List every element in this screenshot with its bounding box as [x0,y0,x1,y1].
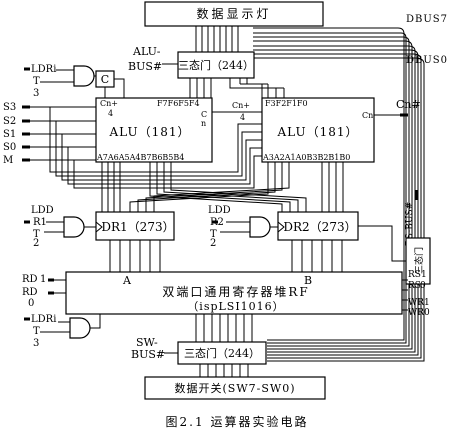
alu-left-bottom-pins: A7A6A5A4B7B6B5B4 [96,153,184,162]
tristate-to-alu-wires [189,78,285,98]
signal-s3-label: S3 [3,102,16,113]
alu-left-title: ALU（181） [109,125,191,139]
and-gate-icon [73,65,95,87]
rd0-sub: 0 [28,298,34,309]
display-label: 数据显示灯 [196,6,271,21]
tristate-top-label: 三态门（244） [178,58,254,72]
dr2-label: DR2（273） [283,220,356,234]
switches-box [144,376,326,400]
ldri3-label: LDRi [31,64,56,75]
lddr2-group: LDD R2 T 2 [208,205,278,249]
lddr1-label: LDD [31,205,54,216]
sw-bus-label-1: SW- [136,336,158,349]
regfile-chip: （ispLSI1016） [187,300,284,313]
regfile-port-b: B [304,274,312,287]
register-file-box [65,271,403,315]
rs0-sub: 0 [420,281,426,291]
rd-left-group: RD 1 RD 0 [22,274,66,309]
alu-bus-label-2: BUS# [128,60,162,73]
dr-to-rf-wires [109,240,343,272]
lddr2-2: 2 [210,238,216,249]
cn-hash-label: Cn# [396,98,421,111]
alu-bus-label-1: ALU- [132,45,161,58]
rs1-sub: 1 [421,270,427,280]
lddr1-r1: R1 [33,217,47,228]
ldri3-3: 3 [33,88,39,99]
regfile-port-a: A [122,274,132,287]
switch-wires [199,364,249,377]
signal-s2-label: S2 [3,116,16,127]
and-gate-dr2-icon [249,216,271,238]
rs-right-group: RS 1 RS 0 WR1 WR0 [402,270,430,318]
display-box [144,1,324,27]
rf-to-tristate-wires [195,314,253,342]
cn-mid-label: Cn+ [232,101,250,110]
ldri3b-group: LDRi T 3 [24,314,101,349]
signal-s0-label: S0 [3,142,16,153]
dbus-bundle [253,27,425,362]
and-gate-rf-icon [69,317,91,339]
ldri3-group: LDRi T 3 [24,64,96,99]
alu-left-cn4-sub: 4 [108,109,113,118]
dbus0-label: DBUS0 [406,55,448,66]
dr2-box [277,211,359,241]
switches-label: 数据开关(SW7-SW0) [175,381,296,395]
rs-tristate-box [405,237,431,285]
ldri3b-t: T [33,326,40,337]
rs-tristate-label: 三态门 [413,247,425,274]
alu-right-box [261,97,375,163]
sw-bus-label-2: BUS# [131,348,165,361]
lddr1-group: LDD R1 T 2 [24,205,96,249]
alu-right-bottom-pins: A3A2A1A0B3B2B1B0 [262,153,350,162]
signal-s1-label: S1 [3,129,16,140]
lddr2-label: LDD [208,205,231,216]
dbus7-label: DBUS7 [406,14,448,25]
regfile-title: 双端口通用寄存器堆RF [162,284,309,299]
cn-mid-sub: 4 [240,113,245,122]
alu-left-cn4-label: Cn+ [100,99,118,108]
lddr1-2: 2 [33,238,39,249]
lddr2-t: T [210,229,217,240]
lddr1-t: T [33,229,40,240]
ldri3b-3: 3 [33,338,39,349]
and-gate-dr1-icon [63,216,85,238]
dr1-label: DR1（273） [101,220,174,234]
rs1-label: RS [408,270,421,280]
rd0-label: RD [22,287,38,298]
dr1-box [95,211,175,241]
alu-left-n-label: n [201,119,206,128]
alu-right-cn-label: Cn [362,111,373,120]
ldri3-t: T [33,76,40,87]
alu-input-wires [101,162,344,212]
wr1-label: WR1 [408,298,430,308]
signal-m-label: M [3,155,13,166]
alu-left-box [95,97,213,163]
tristate-bottom-label: 三态门（244） [184,346,260,360]
ldri3b-label: LDRi [31,314,56,325]
rd1-sub: 1 [40,274,46,285]
wr0-label: WR0 [408,308,430,318]
alu-left-top-pins: F7F6F5F4 [157,99,200,108]
rs0-label: RS [408,281,421,291]
alu-left-c-label: C [201,110,207,119]
function-select-signals: S3 S2 S1 S0 M [3,102,262,189]
carry-flipflop-label: C [101,73,109,86]
tristate-top-box [177,51,255,79]
alu-right-title: ALU（181） [277,125,359,139]
rd1-label: RD [22,274,38,285]
alu-right-top-pins: F3F2F1F0 [265,99,308,108]
figure-caption: 图2.1 运算器实验电路 [166,414,309,429]
rs-bus-label: RS-BUS# [405,202,415,246]
display-wires [195,26,239,52]
